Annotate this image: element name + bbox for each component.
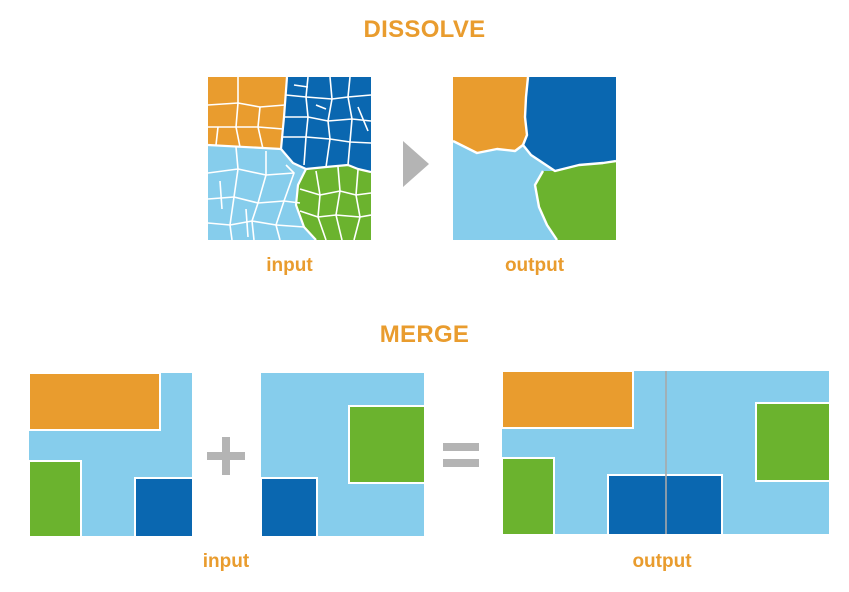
dissolve-input-map	[208, 77, 371, 240]
dissolve-title: DISSOLVE	[363, 16, 486, 43]
dissolve-input-label: input	[266, 255, 313, 276]
region-orange	[502, 371, 634, 429]
region-dark-blue	[134, 477, 192, 536]
parcel-boundaries	[208, 77, 371, 240]
region-green	[502, 457, 555, 534]
plus-icon	[207, 437, 245, 475]
merge-input-map-1	[29, 373, 192, 536]
equals-icon	[443, 443, 479, 467]
region-dark-blue	[281, 77, 371, 172]
region-dark-blue	[607, 474, 723, 534]
merge-title: MERGE	[379, 321, 470, 348]
region-green	[348, 405, 424, 484]
dissolve-output-map	[453, 77, 616, 240]
region-green	[296, 165, 371, 240]
merge-output-map	[502, 371, 829, 534]
region-dark-blue	[261, 477, 318, 536]
region-green	[535, 161, 616, 240]
dissolve-output-label: output	[504, 255, 565, 276]
region-green	[29, 460, 82, 536]
merge-output-label: output	[632, 551, 692, 572]
region-dark-blue	[523, 77, 616, 171]
right-triangle-arrow-icon	[403, 141, 429, 187]
region-orange	[29, 373, 161, 431]
region-green	[755, 402, 829, 482]
region-orange	[453, 77, 528, 153]
merge-input-label: input	[202, 551, 250, 572]
region-orange	[208, 77, 287, 149]
merge-input-map-2	[261, 373, 424, 536]
region-boundaries	[453, 77, 616, 240]
